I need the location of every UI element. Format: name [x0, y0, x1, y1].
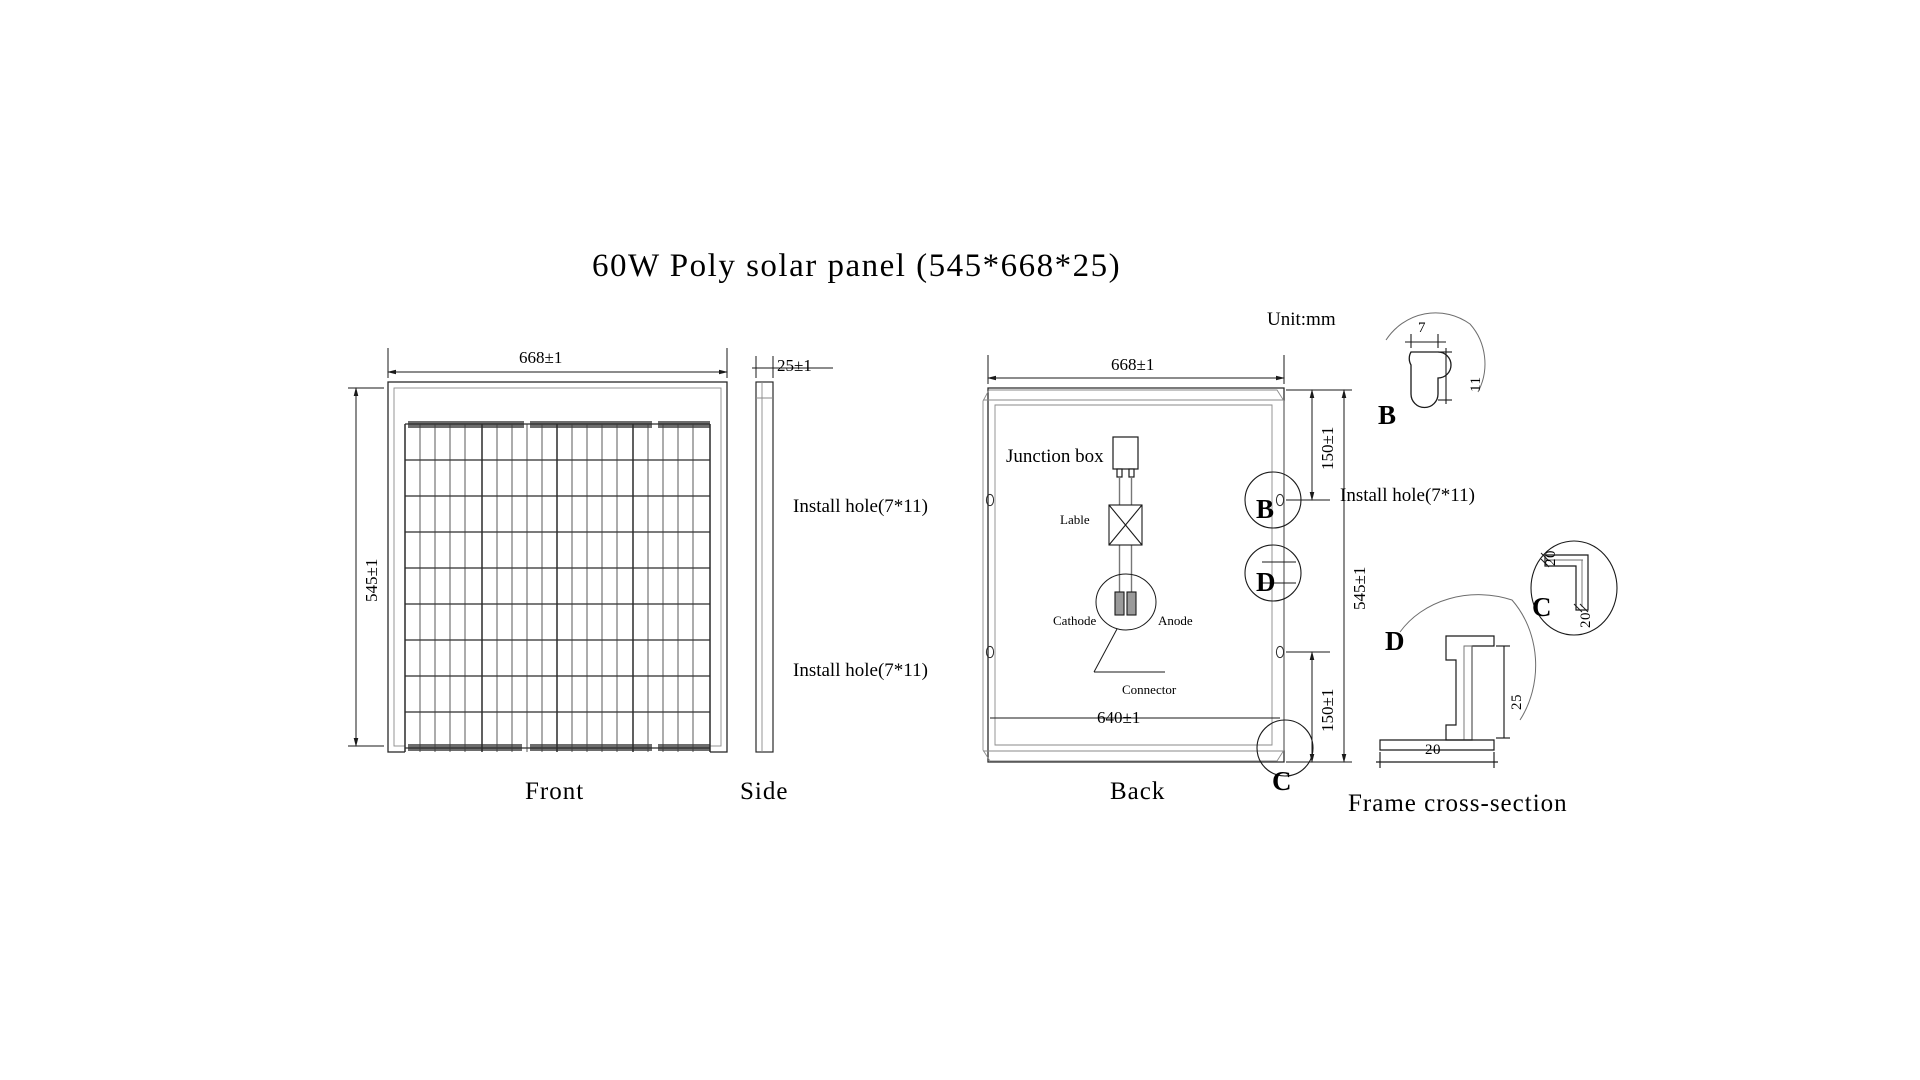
detail-b-letter: B [1378, 400, 1397, 430]
back-install-holes [985, 493, 1285, 659]
back-width-dimension-label: 668±1 [1111, 355, 1155, 374]
anode-label: Anode [1158, 613, 1193, 628]
cathode-label: Cathode [1053, 613, 1097, 628]
front-height-dimension [348, 387, 384, 747]
back-width-dimension [987, 355, 1285, 384]
back-callout-b-letter: B [1256, 494, 1275, 524]
back-inner-width-dimension-label: 640±1 [1097, 708, 1141, 727]
detail-c-horizontal-label: 20 [1578, 612, 1594, 628]
connector-label: Connector [1122, 682, 1177, 697]
back-callout-d-letter: D [1256, 567, 1276, 597]
connector-leader [1093, 628, 1165, 673]
label-tag-label: Lable [1060, 512, 1090, 527]
detail-b-geometry [1385, 312, 1486, 409]
detail-d-width-label: 20 [1425, 742, 1441, 758]
detail-b-install-hole-note: Install hole(7*11) [1340, 485, 1475, 506]
connector-shapes [1095, 573, 1157, 631]
label-tag-shape [1108, 504, 1143, 546]
junction-box-shape [1112, 436, 1139, 478]
front-view-label: Front [525, 778, 585, 805]
detail-b-width-label: 7 [1418, 320, 1426, 336]
front-cell-fingers [419, 424, 694, 752]
detail-c-geometry [1530, 540, 1618, 636]
front-width-dimension-label: 668±1 [519, 348, 563, 367]
front-height-dimension-label: 545±1 [362, 558, 381, 602]
back-right-dimensions [1286, 389, 1352, 763]
detail-d-letter: D [1385, 626, 1405, 656]
page-title: 60W Poly solar panel (545*668*25) [592, 248, 1122, 284]
detail-b-height-label: 11 [1468, 376, 1484, 392]
detail-d-height-label: 25 [1509, 694, 1525, 710]
side-thickness-dimension [752, 356, 833, 378]
detail-d-geometry [1376, 594, 1537, 768]
back-view-label: Back [1110, 778, 1166, 805]
detail-c-letter: C [1532, 592, 1552, 622]
detail-c-vertical-label: 20 [1543, 550, 1559, 566]
unit-note: Unit:mm [1267, 309, 1336, 330]
junction-box-label: Junction box [1006, 446, 1104, 467]
install-hole-note-top: Install hole(7*11) [793, 496, 928, 517]
side-thickness-dimension-label: 25±1 [777, 356, 812, 375]
install-hole-note-bottom: Install hole(7*11) [793, 660, 928, 681]
frame-cross-section-label: Frame cross-section [1348, 790, 1568, 817]
back-bottom-offset-dimension-label: 150±1 [1318, 688, 1337, 732]
back-height-dimension-label: 545±1 [1350, 566, 1369, 610]
back-panel-frame [982, 387, 1285, 763]
side-view-label: Side [740, 778, 789, 805]
back-callout-c-letter: C [1272, 766, 1292, 796]
back-top-offset-dimension-label: 150±1 [1318, 426, 1337, 470]
front-cell-columns [404, 424, 711, 752]
side-panel [755, 381, 774, 753]
front-width-dimension [387, 348, 728, 378]
callout-circle-d [1244, 544, 1302, 602]
